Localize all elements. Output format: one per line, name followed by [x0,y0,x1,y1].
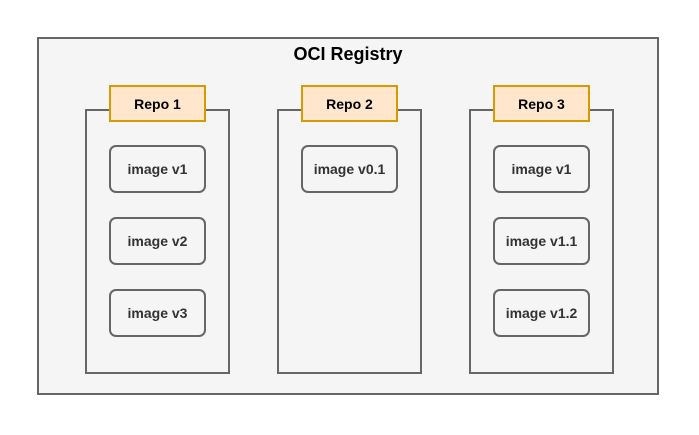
repo-2-label: Repo 2 [301,85,398,122]
repo-3-image-1: image v1 [493,145,590,193]
repo-3-image-3: image v1.2 [493,289,590,337]
repo-1-image-1: image v1 [109,145,206,193]
registry-title: OCI Registry [293,44,403,64]
repo-1-label: Repo 1 [109,85,206,122]
repo-3-label: Repo 3 [493,85,590,122]
repo-1-image-2: image v2 [109,217,206,265]
repo-3-image-2: image v1.1 [493,217,590,265]
repo-2-image-1: image v0.1 [301,145,398,193]
repo-1-image-3: image v3 [109,289,206,337]
